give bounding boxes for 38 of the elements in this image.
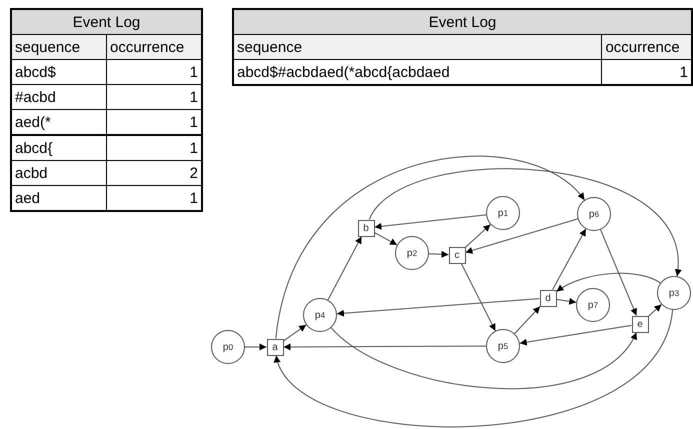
transition-box: a (266, 338, 284, 356)
arrow (460, 263, 496, 332)
arrow (330, 327, 637, 389)
sequence-cell: abcd{ (11, 135, 106, 160)
column-header: occurrence (602, 34, 692, 60)
sequence-cell: #acbd (11, 84, 106, 110)
arrow (374, 214, 487, 230)
column-header: sequence (11, 34, 106, 60)
arrow (600, 229, 637, 316)
arrow (276, 309, 674, 427)
arrow (275, 156, 585, 339)
sequence-cell: abcd$ (11, 60, 106, 84)
column-header: sequence (233, 34, 602, 60)
arrow (327, 236, 362, 300)
column-header: occurrence (106, 34, 202, 60)
table-title: Event Log (233, 9, 692, 34)
count-cell: 1 (106, 135, 202, 160)
transition-box: c (448, 246, 466, 264)
arrow (368, 168, 680, 277)
arrow (283, 324, 307, 342)
arrow (556, 272, 661, 292)
sequence-cell: acbd (11, 160, 106, 186)
arrow (514, 306, 541, 334)
transition-box: d (540, 290, 556, 306)
arrow (519, 324, 632, 346)
transition-box: e (632, 316, 648, 332)
arrow (336, 298, 540, 317)
arrow (283, 343, 486, 350)
arrow (648, 304, 662, 317)
arrow (465, 224, 491, 248)
table-title: Event Log (11, 9, 202, 34)
arrow (428, 250, 449, 258)
arrow (374, 232, 398, 246)
arrow (465, 218, 578, 254)
arrow (556, 298, 577, 305)
arrow (244, 344, 267, 350)
arrow (552, 228, 586, 290)
transition-box: b (358, 220, 374, 236)
